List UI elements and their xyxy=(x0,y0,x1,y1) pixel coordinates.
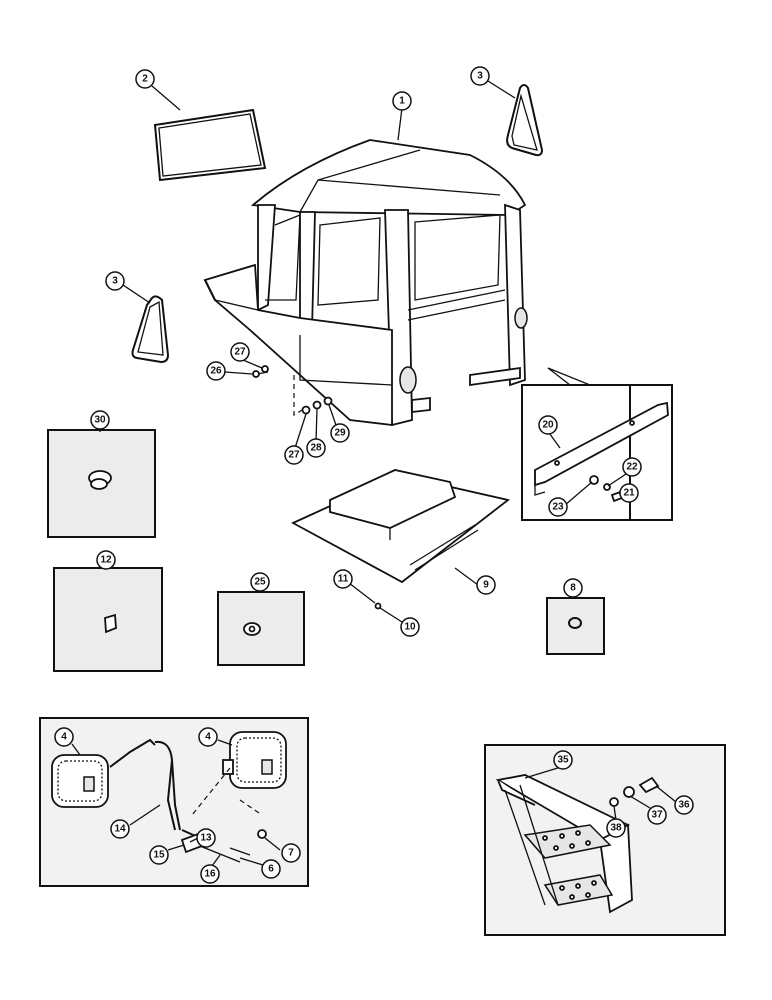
callout-label: 13 xyxy=(200,833,212,844)
callout-label: 25 xyxy=(254,577,266,588)
callout-label: 10 xyxy=(404,622,416,633)
bracket-detail-box xyxy=(521,367,673,521)
callout-label: 26 xyxy=(210,366,222,377)
callout-label: 6 xyxy=(268,864,274,875)
door-fasteners xyxy=(252,365,333,417)
callout-label: 20 xyxy=(542,420,554,431)
callout-14: 14 xyxy=(110,819,130,839)
callout-36: 36 xyxy=(674,795,694,815)
callout-label: 11 xyxy=(338,574,349,585)
callout-6: 6 xyxy=(261,859,281,879)
callout-27-upper: 27 xyxy=(230,342,250,362)
callout-23: 23 xyxy=(548,497,568,517)
callout-label: 28 xyxy=(310,443,322,454)
callout-label: 8 xyxy=(570,583,576,594)
callout-label: 21 xyxy=(623,488,635,499)
callout-label: 12 xyxy=(100,555,112,566)
callout-10: 10 xyxy=(400,617,420,637)
part-30-box xyxy=(47,429,156,538)
callout-37: 37 xyxy=(647,805,667,825)
quarter-glass-left xyxy=(131,295,170,364)
callout-20: 20 xyxy=(538,415,558,435)
part-25-box xyxy=(217,591,305,666)
cab-frame xyxy=(203,139,528,427)
callout-label: 35 xyxy=(557,755,569,766)
quarter-glass-right xyxy=(506,84,544,157)
callout-28: 28 xyxy=(306,438,326,458)
callout-25: 25 xyxy=(250,572,270,592)
callout-13: 13 xyxy=(196,828,216,848)
callout-label: 27 xyxy=(288,450,300,461)
callout-label: 30 xyxy=(94,415,106,426)
callout-label: 16 xyxy=(204,869,216,880)
callout-label: 37 xyxy=(651,810,663,821)
lamp-assembly-box xyxy=(39,717,309,887)
callout-29: 29 xyxy=(330,423,350,443)
callout-label: 15 xyxy=(153,850,165,861)
callout-11: 11 xyxy=(333,569,353,589)
callout-label: 4 xyxy=(205,732,211,743)
callout-label: 7 xyxy=(288,848,294,859)
callout-2: 2 xyxy=(135,69,155,89)
part-8-box xyxy=(546,597,605,655)
callout-3-lower: 3 xyxy=(105,271,125,291)
callout-21: 21 xyxy=(619,483,639,503)
callout-label: 4 xyxy=(61,732,67,743)
callout-label: 36 xyxy=(678,800,690,811)
callout-8: 8 xyxy=(563,578,583,598)
step-assembly-box xyxy=(484,744,726,936)
floor-mat xyxy=(290,469,511,610)
callout-3-upper: 3 xyxy=(470,66,490,86)
callout-9: 9 xyxy=(476,575,496,595)
callout-1: 1 xyxy=(392,91,412,111)
callout-26: 26 xyxy=(206,361,226,381)
callout-label: 9 xyxy=(483,580,489,591)
callout-label: 2 xyxy=(142,74,148,85)
callout-label: 27 xyxy=(234,347,246,358)
rear-window-glass xyxy=(153,108,267,182)
callout-label: 3 xyxy=(112,276,118,287)
callout-30: 30 xyxy=(90,410,110,430)
callout-12: 12 xyxy=(96,550,116,570)
callout-label: 22 xyxy=(626,462,638,473)
callout-4-right: 4 xyxy=(198,727,218,747)
callout-22: 22 xyxy=(622,457,642,477)
callout-27-lower: 27 xyxy=(284,445,304,465)
callout-38: 38 xyxy=(606,818,626,838)
callout-label: 23 xyxy=(552,502,564,513)
callout-label: 14 xyxy=(114,824,126,835)
callout-label: 29 xyxy=(334,428,346,439)
part-12-box xyxy=(53,567,163,672)
callout-35: 35 xyxy=(553,750,573,770)
callout-label: 1 xyxy=(399,96,405,107)
callout-4-left: 4 xyxy=(54,727,74,747)
callout-label: 3 xyxy=(477,71,483,82)
callout-7: 7 xyxy=(281,843,301,863)
callout-16: 16 xyxy=(200,864,220,884)
callout-label: 38 xyxy=(610,823,622,834)
callout-15: 15 xyxy=(149,845,169,865)
